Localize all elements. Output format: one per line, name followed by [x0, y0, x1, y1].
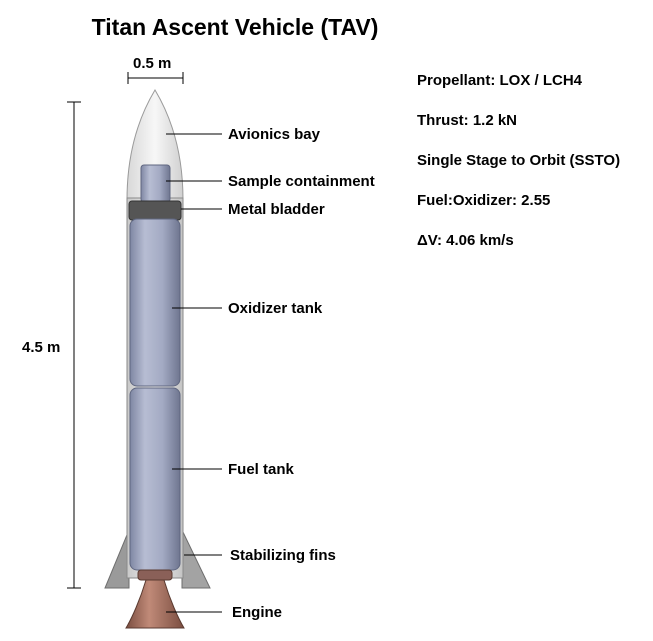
diagram-title: Titan Ascent Vehicle (TAV): [91, 14, 379, 40]
sample-canister: [140, 164, 171, 203]
label-sample-containment: Sample containment: [228, 173, 375, 190]
metal-bladder: [128, 200, 182, 221]
spec-thrust: Thrust: 1.2 kN: [417, 112, 518, 129]
engine-nozzle: [125, 579, 185, 629]
engine-mount: [137, 569, 173, 581]
fuel-tank: [129, 387, 181, 571]
spec-ssto: Single Stage to Orbit (SSTO): [417, 152, 621, 169]
label-stabilizing-fins: Stabilizing fins: [230, 547, 336, 564]
height-dimension-label: 4.5 m: [22, 339, 61, 356]
label-engine: Engine: [232, 604, 283, 621]
spec-propellant: Propellant: LOX / LCH4: [417, 72, 583, 89]
label-avionics-bay: Avionics bay: [228, 126, 320, 143]
width-dimension-label: 0.5 m: [133, 55, 172, 72]
oxidizer-tank: [129, 218, 181, 387]
spec-delta-v: ΔV: 4.06 km/s: [417, 232, 514, 249]
label-oxidizer-tank: Oxidizer tank: [228, 300, 323, 317]
spec-fuel-oxidizer-ratio: Fuel:Oxidizer: 2.55: [417, 192, 551, 209]
label-fuel-tank: Fuel tank: [228, 461, 294, 478]
label-metal-bladder: Metal bladder: [228, 201, 325, 218]
left-fin: [104, 529, 130, 589]
right-fin: [181, 529, 211, 589]
